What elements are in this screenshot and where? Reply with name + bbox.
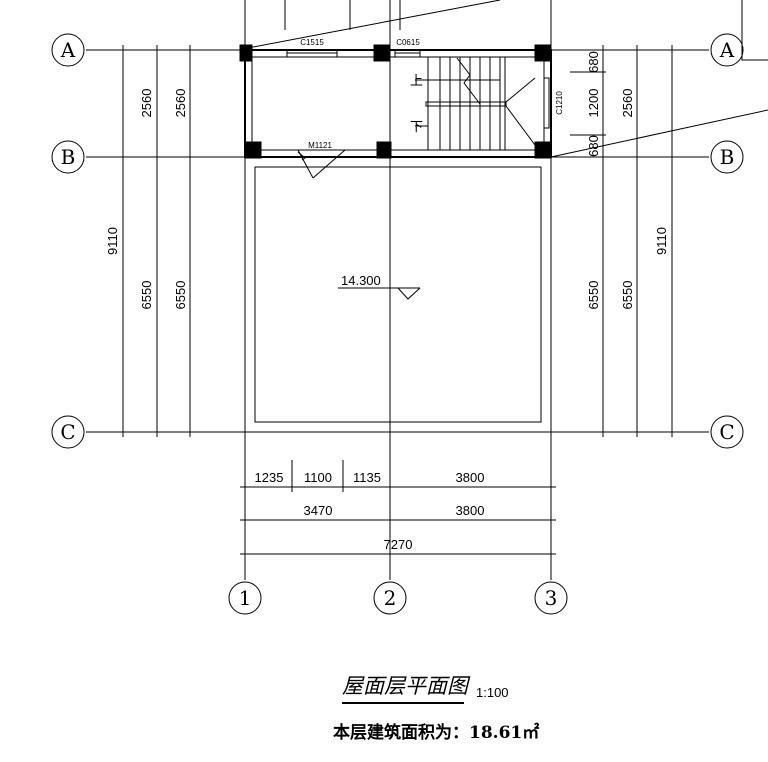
dim-left-bc-mid: 6550 xyxy=(173,281,188,310)
drawing-title: 屋面层平面图 xyxy=(342,674,471,698)
dim-right-total: 9110 xyxy=(654,227,669,255)
axis-c-right: C xyxy=(719,420,734,444)
axis-1: 1 xyxy=(239,586,252,610)
dim-bottom-3800-a: 3800 xyxy=(456,470,485,485)
axis-a-left: A xyxy=(60,38,76,62)
dim-bottom-1135: 1135 xyxy=(353,470,381,485)
left-dimensions: 2560 2560 6550 6550 9110 xyxy=(105,89,188,310)
dim-bottom-1100: 1100 xyxy=(304,470,332,485)
axis-bubbles: A B C A B C 1 2 3 xyxy=(51,33,744,615)
dim-right-680-b: 680 xyxy=(586,135,601,157)
dim-bottom-3470: 3470 xyxy=(304,503,333,518)
window-c1515-label: C1515 xyxy=(300,38,324,47)
dim-right-bc-mid: 6550 xyxy=(620,281,635,310)
floor-area-text: 本层建筑面积为：18.61㎡ xyxy=(333,722,539,743)
axis-a-right: A xyxy=(719,38,735,62)
dim-bottom-3800-b: 3800 xyxy=(456,503,485,518)
stair-down-label: 下 xyxy=(410,119,423,134)
dim-right-680-a: 680 xyxy=(586,51,601,73)
dim-right-1200: 1200 xyxy=(586,89,601,118)
drawing-scale: 1:100 xyxy=(476,685,509,700)
axis-2: 2 xyxy=(384,586,397,610)
dim-right-ab-mid: 2560 xyxy=(620,89,635,118)
dim-left-ab-mid: 2560 xyxy=(173,89,188,118)
bottom-dimensions: 1235 1100 1135 3800 3470 3800 7270 xyxy=(255,470,485,552)
dim-left-total: 9110 xyxy=(105,227,120,255)
stair-up-label: 上 xyxy=(410,73,423,88)
dim-bottom-1235: 1235 xyxy=(255,470,284,485)
openings xyxy=(286,49,550,179)
axis-b-left: B xyxy=(61,145,76,169)
window-c1210-label: C1210 xyxy=(555,91,564,115)
axis-b-right: B xyxy=(720,145,735,169)
dim-bottom-total: 7270 xyxy=(384,537,413,552)
door-m1121-label: M1121 xyxy=(308,141,332,150)
dim-right-bc-inner: 6550 xyxy=(586,281,601,310)
grid-lines xyxy=(86,0,768,580)
right-dimensions: 680 1200 680 2560 6550 6550 9110 xyxy=(586,51,669,309)
dim-left-ab-inner: 2560 xyxy=(139,89,154,118)
dimension-lines xyxy=(122,45,673,555)
stair xyxy=(415,57,536,150)
window-c0615-label: C0615 xyxy=(396,38,420,47)
elevation-label: 14.300 xyxy=(341,273,381,288)
elevation-mark xyxy=(338,287,421,300)
axis-3: 3 xyxy=(545,586,558,610)
axis-c-left: C xyxy=(60,420,75,444)
walls xyxy=(239,44,552,432)
dim-left-bc-inner: 6550 xyxy=(139,281,154,310)
